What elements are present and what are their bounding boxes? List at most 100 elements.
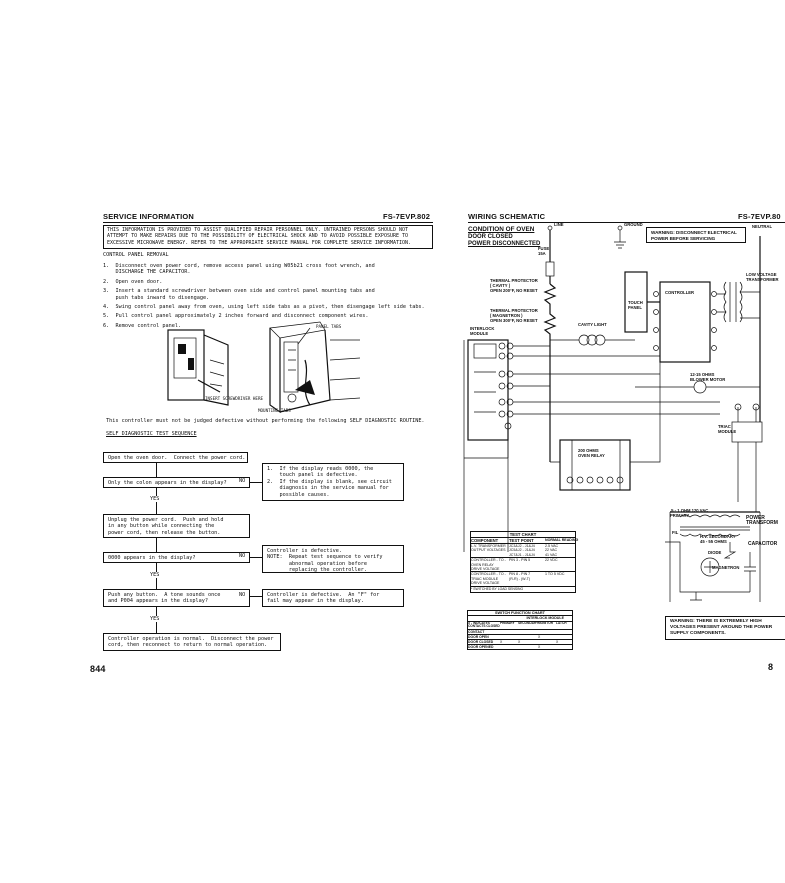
table-cell: X: [538, 635, 541, 640]
switch-function-chart: SWITCH FUNCTION CHART INTERLOCK MODULE X…: [467, 610, 573, 651]
filament-label: FIL: [672, 530, 679, 535]
flow-yes-label: YES: [150, 496, 160, 503]
flow-yes-label: YES: [150, 572, 160, 579]
table-cell: X: [556, 640, 559, 645]
diagnostic-note: This controller must not be judged defec…: [106, 418, 425, 424]
test-chart-header: COMPONENT TEST POINT NORMAL READING: [471, 538, 579, 544]
header-rule: [468, 222, 785, 223]
test-chart-header-cell: NORMAL READING: [545, 538, 579, 542]
removal-steps: 1. Disconnect oven power cord, remove ac…: [103, 263, 433, 329]
table-cell: 22 VDC: [545, 558, 558, 563]
flow-connector: [250, 482, 262, 483]
removal-heading: CONTROL PANEL REMOVAL: [103, 252, 169, 258]
table-row: L.V. TRANSFORMER OUTPUT VOLTAGES JC3&J2 …: [471, 544, 575, 559]
table-cell: [518, 630, 538, 634]
figure-label-screwdriver: INSERT SCREWDRIVER HERE: [205, 396, 263, 401]
table-row: DOOR OPENED X: [468, 645, 572, 649]
table-cell: CONTACT: [468, 630, 485, 635]
switch-chart-header-cell: SECONDARY: [518, 620, 539, 625]
oven-relay-label: 200 OHMS OVEN RELAY: [578, 448, 605, 458]
header-rule: [103, 222, 433, 223]
table-cell: 2.5 VAC 22 VAC 41 VAC: [545, 544, 559, 557]
flow-no-label: NO: [238, 553, 247, 560]
flow-connector: [250, 596, 262, 597]
high-voltage-warning: WARNING: THERE IS EXTREMELY HIGH VOLTAGE…: [665, 616, 785, 640]
table-cell: [500, 635, 518, 639]
switch-chart-header-cell: MONITOR: [538, 620, 553, 625]
touch-panel-label: TOUCH PANEL: [628, 300, 643, 310]
test-chart-header-cell: TEST POINT: [509, 538, 534, 543]
flow-side-colon-failure: 1. If the display reads 0000, the touch …: [262, 463, 404, 501]
table-cell: [518, 645, 538, 649]
left-page-title: SERVICE INFORMATION: [103, 212, 195, 221]
flow-question-colon: Only the colon appears in the display?: [103, 477, 250, 488]
blower-motor-label: 12-15 OHMS BLOWER MOTOR: [690, 372, 726, 382]
table-cell: JC3&J2 - J1&J4 JC5&J2 - J1&J4 JC7&J1 - J…: [509, 544, 535, 557]
power-transformer-label: POWER TRANSFORM: [746, 515, 778, 526]
table-cell: CONTROLLER - TO - TRIAC MODULE DRIVE VOL…: [471, 572, 506, 586]
fuse-label: FUSE 15A: [538, 246, 550, 256]
magnetron-label: MAGNETRON: [712, 565, 740, 570]
table-row: CONTROLLER - TO - TRIAC MODULE DRIVE VOL…: [471, 572, 575, 585]
ground-label: GROUND: [624, 222, 643, 227]
table-cell: [556, 645, 570, 649]
right-page-title: WIRING SCHEMATIC: [468, 212, 546, 221]
table-cell: 1 TO 5 VDC: [545, 572, 565, 577]
right-model-number: FS-7EVP.80: [738, 212, 781, 221]
switch-chart-header-cell: PRIMARY: [500, 620, 515, 625]
safety-warning-box: THIS INFORMATION IS PROVIDED TO ASSIST Q…: [103, 225, 433, 249]
figure-label-mounting-tabs: MOUNTING TABS: [258, 408, 291, 413]
flow-no-label: NO: [238, 478, 247, 485]
flow-step-open-door: Open the oven door. Connect the power co…: [103, 452, 248, 463]
removal-step: 1. Disconnect oven power cord, remove ac…: [103, 263, 375, 276]
removal-step: 4. Swing control panel away from oven, u…: [103, 304, 425, 311]
removal-step: 6. Remove control panel.: [103, 322, 182, 329]
table-cell: [500, 645, 518, 649]
table-cell: PIN 8 - PIN 7 (R-R) - (W-T): [509, 572, 531, 581]
thermal-protector-cavity-label: THERMAL PROTECTOR ( CAVITY ) OPEN 200°F,…: [490, 278, 538, 293]
table-cell: [556, 635, 570, 639]
switch-chart-subtitle: INTERLOCK MODULE: [468, 616, 572, 622]
removal-step: 5. Pull control panel approximately 2 in…: [103, 313, 369, 320]
removal-step: 2. Open oven door.: [103, 278, 163, 285]
cavity-light-label: CAVITY LIGHT: [578, 322, 607, 327]
table-cell: CONTROLLER - TO - OVEN RELAY DRIVE VOLTA…: [471, 558, 506, 572]
thermal-protector-magnetron-label: THERMAL PROTECTOR ( MAGNETRON ) OPEN 300…: [490, 308, 538, 323]
interlock-module-label: INTERLOCK MODULE: [470, 326, 495, 336]
flow-question-tone: Push any button. A tone sounds once and …: [103, 589, 250, 607]
table-cell: DOOR OPENED: [468, 645, 494, 650]
switch-chart-header-cell: LATCH: [556, 620, 567, 625]
condition-line: DOOR CLOSED: [468, 234, 513, 240]
primary-label: .5 - 1 OHM 120 VAC PRIMARY: [670, 508, 709, 518]
table-cell: [538, 630, 556, 634]
table-row: CONTACT: [468, 630, 572, 636]
control-panel-figure: [167, 321, 360, 414]
table-row: DOOR CLOSED X X X: [468, 640, 572, 646]
triac-module-label: TRIAC MODULE: [718, 424, 737, 434]
switch-chart-header: X - INDICATES CONTACTS CLOSED PRIMARY SE…: [468, 620, 572, 631]
sequence-heading: SELF DIAGNOSTIC TEST SEQUENCE: [106, 431, 197, 437]
table-cell: [518, 635, 538, 639]
flow-question-0000: 0000 appears in the display?: [103, 552, 250, 563]
table-row: CONTROLLER - TO - OVEN RELAY DRIVE VOLTA…: [471, 558, 575, 573]
table-row: DOOR OPEN X: [468, 635, 572, 641]
test-chart-title: TEST CHART: [471, 532, 575, 538]
switch-chart-header-cell: X - INDICATES CONTACTS CLOSED: [468, 620, 500, 629]
test-chart: TEST CHART COMPONENT TEST POINT NORMAL R…: [470, 531, 579, 593]
table-cell: L.V. TRANSFORMER OUTPUT VOLTAGES: [471, 544, 506, 553]
disconnect-power-warning: WARNING: DISCONNECT ELECTRICAL POWER BEF…: [646, 227, 746, 243]
table-cell: X: [518, 640, 521, 645]
capacitor-label: CAPACITOR: [748, 541, 778, 547]
table-cell: X: [538, 645, 541, 650]
table-cell: X: [500, 640, 503, 645]
controller-label: CONTROLLER: [665, 290, 695, 295]
removal-step: 3. Insert a standard screwdriver between…: [103, 288, 375, 301]
table-cell: [538, 640, 556, 644]
flow-side-fail: Controller is defective. An "F" for fail…: [262, 589, 404, 607]
flow-step-unplug: Unplug the power cord. Push and hold in …: [103, 514, 250, 538]
flow-connector: [156, 463, 157, 477]
figure-label-panel-tabs: PANEL TABS: [316, 324, 342, 329]
flow-no-label: NO: [238, 592, 247, 599]
table-cell: DOOR CLOSED: [468, 640, 494, 645]
flow-side-controller-defective: Controller is defective. NOTE: Repeat te…: [262, 545, 404, 573]
